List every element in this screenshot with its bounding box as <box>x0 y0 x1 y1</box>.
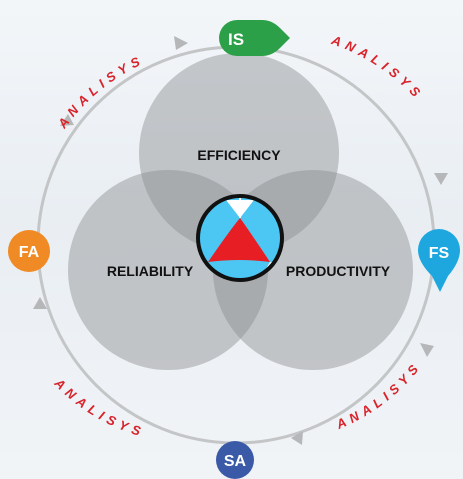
label-reliability: RELIABILITY <box>107 263 194 279</box>
arrow-icon <box>420 343 434 357</box>
node-fs[interactable]: FS <box>418 229 460 292</box>
arc-text-bottom-right: ANALISYS <box>333 358 424 432</box>
arrow-icon <box>291 431 303 445</box>
node-is-label: IS <box>228 30 244 49</box>
node-fa-label: FA <box>19 244 40 261</box>
circle-efficiency <box>139 53 339 253</box>
arrow-icon <box>434 173 448 185</box>
label-efficiency: EFFICIENCY <box>197 147 281 163</box>
node-fs-label: FS <box>429 245 450 262</box>
node-sa-label: SA <box>224 453 247 470</box>
label-productivity: PRODUCTIVITY <box>286 263 391 279</box>
arc-text-top-right: ANALISYS <box>329 32 427 103</box>
arrow-icon <box>60 114 74 126</box>
arc-text-top-left: ANALISYS <box>54 52 146 132</box>
node-sa[interactable]: SA <box>216 441 254 479</box>
node-fa[interactable]: FA <box>8 230 50 272</box>
arrow-icon <box>174 36 188 50</box>
ring-arrows <box>33 36 448 445</box>
arc-text-bottom-left: ANALISYS <box>51 375 147 440</box>
arrow-icon <box>33 297 47 309</box>
node-is[interactable]: IS <box>219 20 290 56</box>
triangle-badge-icon <box>196 194 284 282</box>
